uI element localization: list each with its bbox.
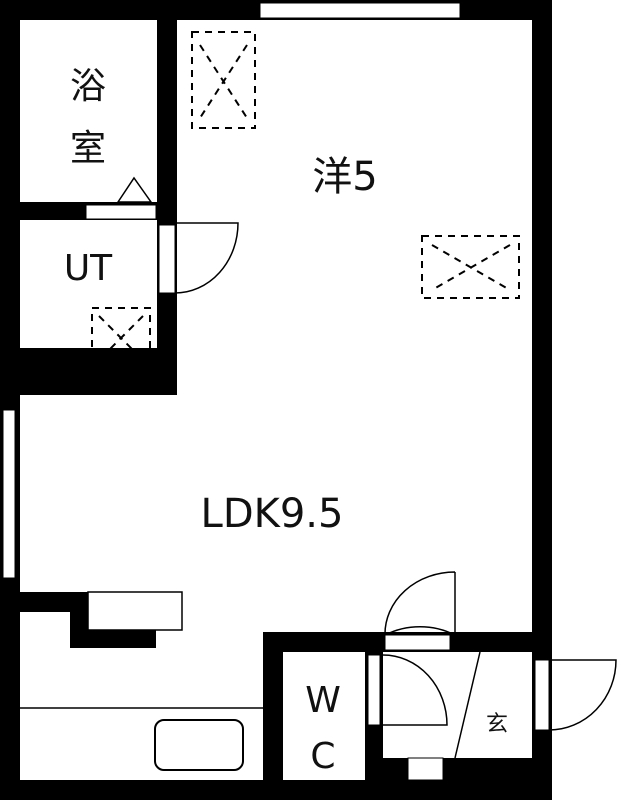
ac-fixture — [421, 235, 520, 299]
sink — [154, 719, 244, 771]
wc-label-2: C — [310, 736, 335, 777]
windows — [2, 2, 550, 781]
entrance-label: 玄 — [486, 712, 508, 737]
ut-door-frame — [158, 224, 176, 294]
ut-label: UT — [64, 248, 113, 289]
entrance-step — [407, 757, 444, 781]
walls — [0, 0, 552, 800]
left-window — [2, 409, 16, 579]
wc-door-frame — [367, 654, 381, 726]
front-door-swing — [548, 659, 617, 731]
top-window — [259, 2, 461, 19]
western-room-label: 洋5 — [312, 154, 377, 200]
bath-label-2: 室 — [70, 128, 106, 169]
entrance-inner-door — [384, 571, 456, 637]
room-labels: 浴 室 UT 洋5 LDK9.5 W C 玄 — [64, 66, 508, 777]
fixtures — [91, 31, 520, 368]
bath-label-1: 浴 — [70, 66, 106, 107]
wc-door-swing — [382, 654, 448, 726]
front-door-frame — [534, 659, 550, 731]
bath-door-opening — [85, 204, 157, 220]
closet-fixture — [191, 31, 256, 129]
kitchen-shelf — [87, 591, 183, 631]
entrance-step-line — [454, 651, 481, 759]
entrance-inner-frame — [384, 634, 451, 651]
washer-fixture — [91, 307, 151, 368]
doors — [174, 222, 617, 759]
ldk-label: LDK9.5 — [201, 491, 344, 537]
ut-door-swing — [174, 222, 239, 294]
bath-step-marker — [116, 176, 153, 203]
wc-label-1: W — [305, 680, 341, 721]
